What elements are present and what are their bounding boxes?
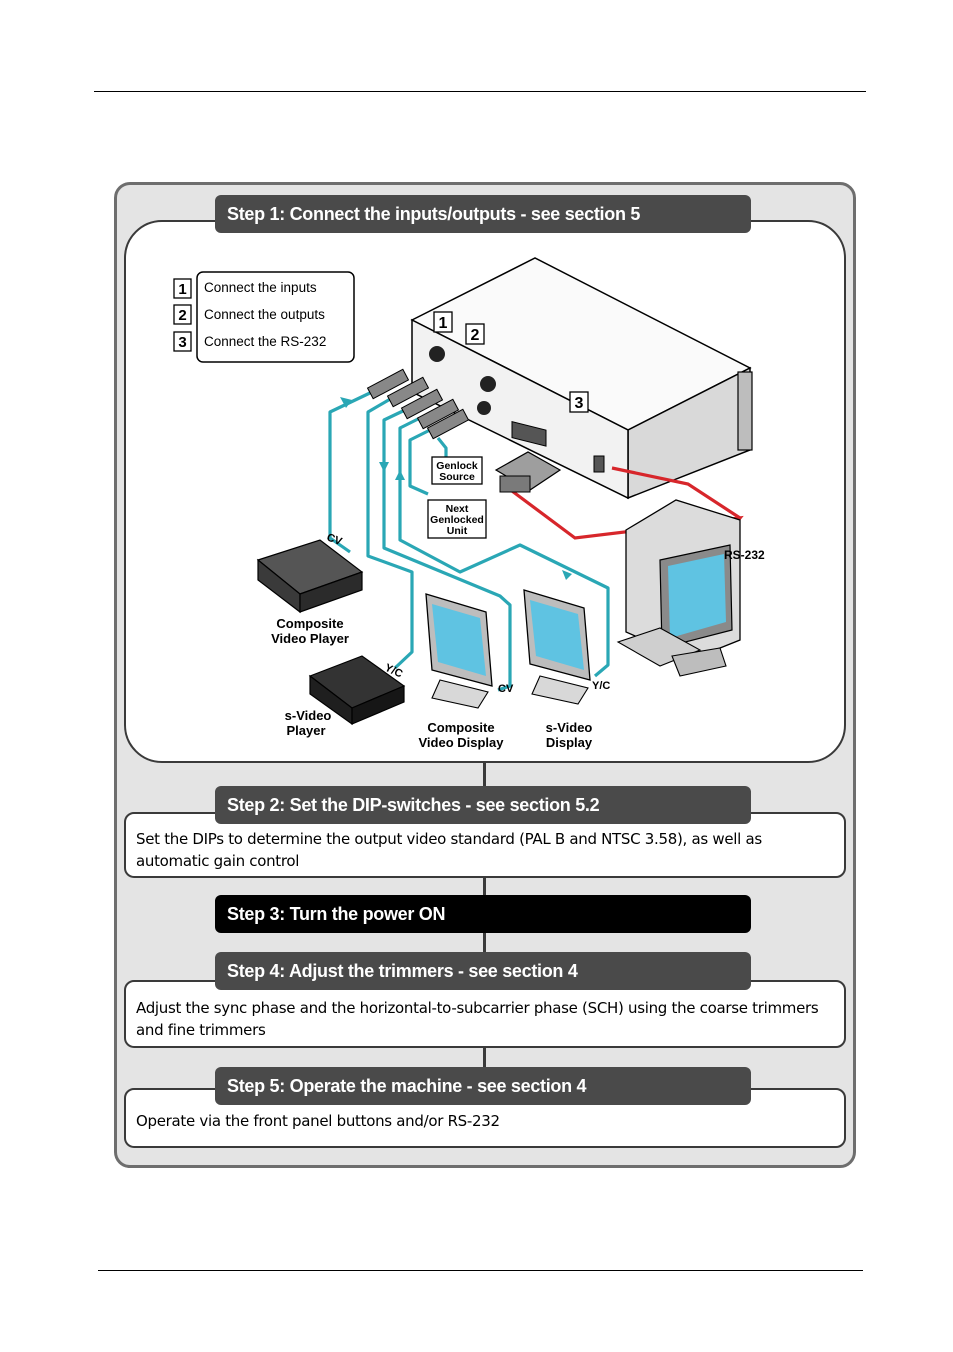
callout-box xyxy=(569,391,589,413)
genlock-label: Source xyxy=(439,471,475,483)
svideo-player-label: Player xyxy=(286,723,325,738)
connector-line xyxy=(483,932,486,954)
svideo-display-label: s-Video xyxy=(546,720,593,735)
rs232-label: RS-232 xyxy=(724,548,765,562)
svideo-display-label: Display xyxy=(546,735,593,750)
legend-number-box xyxy=(173,331,192,352)
step4-header: Step 4: Adjust the trimmers - see sectio… xyxy=(215,952,751,990)
legend-text: Connect the inputs xyxy=(204,280,317,295)
svideo-player xyxy=(308,655,406,726)
callout-number: 3 xyxy=(575,395,584,412)
next-genlocked-label: Next xyxy=(446,503,469,515)
step3-header: Step 3: Turn the power ON xyxy=(215,895,751,933)
yc-display-label: Y/C xyxy=(592,680,610,692)
legend-number: 2 xyxy=(178,307,186,324)
legend-number: 3 xyxy=(178,334,186,351)
legend-text: Connect the outputs xyxy=(204,307,325,322)
next-genlocked-box xyxy=(427,499,487,539)
step1-header: Step 1: Connect the inputs/outputs - see… xyxy=(215,195,751,233)
composite-player-label: Composite xyxy=(276,616,343,631)
composite-display-label: Composite xyxy=(427,720,494,735)
header-rule xyxy=(94,91,866,92)
cv-label: CV xyxy=(325,532,344,549)
step2-header: Step 2: Set the DIP-switches - see secti… xyxy=(215,786,751,824)
callout-number: 1 xyxy=(439,315,448,332)
footer-rule xyxy=(98,1270,863,1271)
composite-display-label: Video Display xyxy=(418,735,504,750)
video-cables xyxy=(328,390,610,692)
cable-arrows xyxy=(340,397,572,580)
callout-number: 2 xyxy=(471,327,480,344)
step2-text: Set the DIPs to determine the output vid… xyxy=(136,830,762,870)
svideo-player-label: s-Video xyxy=(285,708,332,723)
legend: 1 2 3 Connect the inputs Connect the out… xyxy=(173,271,355,363)
bnc-connectors xyxy=(366,368,470,440)
rs232-cable xyxy=(611,466,741,520)
sync-generator-device xyxy=(410,257,753,500)
legend-number-box xyxy=(173,304,192,325)
composite-player-label: Video Player xyxy=(271,631,349,646)
legend-number: 1 xyxy=(178,281,186,298)
legend-number-box xyxy=(173,278,192,299)
next-genlocked-label: Genlocked xyxy=(430,514,484,526)
callout-box xyxy=(465,323,485,345)
connector-line xyxy=(483,1046,486,1070)
callout-box xyxy=(433,311,453,333)
cv-display-label: CV xyxy=(498,683,514,695)
genlock-label: Genlock xyxy=(436,460,478,472)
genlock-source-box xyxy=(431,456,483,485)
legend-text: Connect the RS-232 xyxy=(204,334,326,349)
step5-text: Operate via the front panel buttons and/… xyxy=(136,1112,500,1130)
connector-line xyxy=(483,876,486,898)
composite-video-display xyxy=(425,593,493,709)
pc-computer xyxy=(616,499,741,677)
next-genlocked-label: Unit xyxy=(447,525,468,537)
step5-header: Step 5: Operate the machine - see sectio… xyxy=(215,1067,751,1105)
connector-line xyxy=(483,762,486,792)
composite-video-player xyxy=(256,539,364,614)
svideo-display xyxy=(523,589,591,705)
step4-text: Adjust the sync phase and the horizontal… xyxy=(136,999,819,1039)
rs232-connector xyxy=(494,451,562,493)
